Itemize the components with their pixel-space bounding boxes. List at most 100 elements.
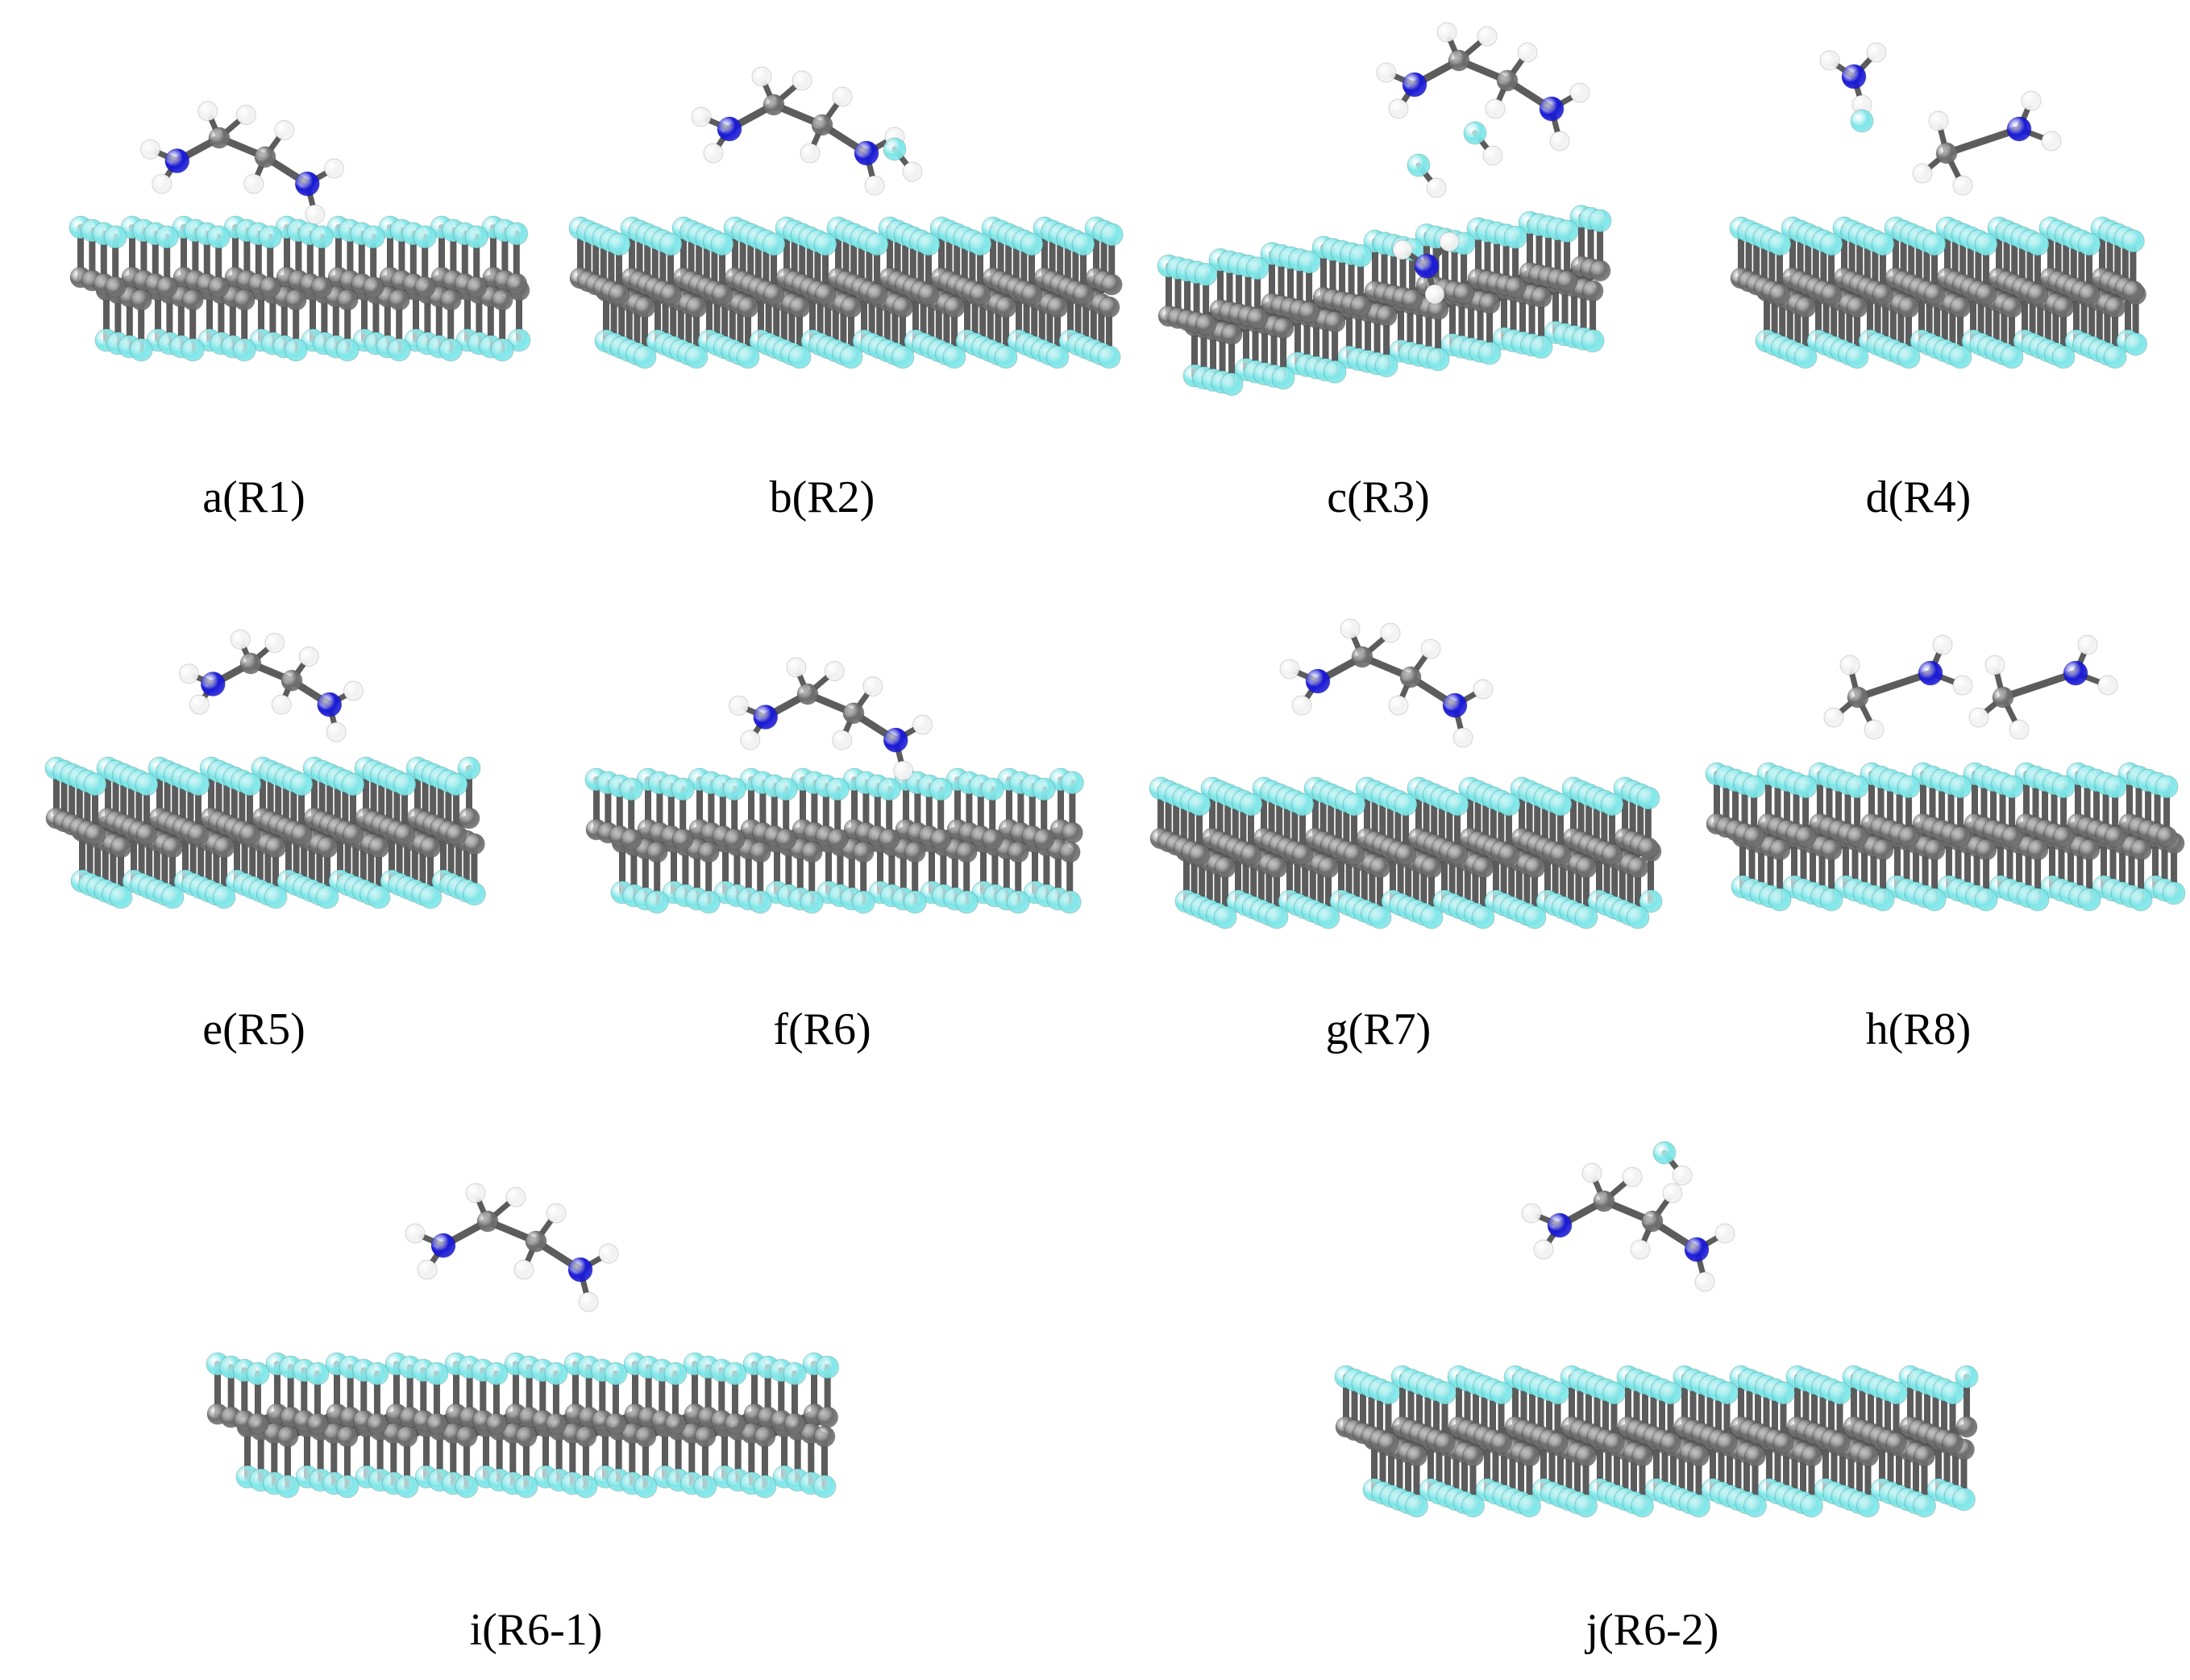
carbon-atom	[413, 276, 436, 298]
fluorine-atom	[284, 338, 308, 362]
fluorine-atom	[942, 345, 966, 369]
carbon-atom	[1829, 1432, 1851, 1454]
carbon-atom	[1857, 1445, 1879, 1467]
hydrogen-atom	[800, 143, 821, 164]
fluorine-atom	[181, 338, 205, 362]
hydrogen-atom	[235, 105, 256, 125]
fluorine-atom	[710, 232, 734, 256]
hydrogen-atom	[832, 86, 853, 107]
fluorine-atom	[1602, 1381, 1626, 1405]
carbon-atom	[1641, 1210, 1664, 1233]
carbon-atom	[1490, 1432, 1512, 1454]
hydrogen-atom	[274, 120, 295, 140]
fluorine-atom	[1045, 345, 1070, 369]
carbon-atom	[1098, 296, 1120, 318]
hydrogen-atom	[1694, 1271, 1715, 1292]
hydrogen-atom	[1533, 1239, 1554, 1260]
hydrogen-atom	[902, 161, 923, 182]
fluorine-atom	[659, 232, 683, 256]
carbon-atom	[491, 289, 513, 311]
hydrogen-atom	[243, 173, 264, 194]
fluorine-atom	[1715, 1381, 1739, 1405]
carbon-atom	[1914, 1445, 1935, 1467]
carbon-atom	[465, 276, 488, 298]
carbon-atom	[1547, 1432, 1569, 1454]
fluorine-atom	[206, 225, 231, 249]
fluorine-atom	[1941, 1381, 1964, 1405]
hydrogen-atom	[1630, 1239, 1651, 1260]
fluorine-atom	[968, 232, 992, 256]
fluorine-atom	[1659, 1381, 1682, 1405]
fluorine-atom	[813, 232, 837, 256]
fluorine-atom	[633, 345, 657, 369]
nitrogen-atom	[1684, 1237, 1710, 1262]
carbon-atom	[254, 146, 276, 168]
fluorine-atom	[1913, 1494, 1936, 1518]
carbon-atom	[181, 289, 204, 311]
carbon-atom	[917, 283, 940, 306]
fluorine-atom	[103, 225, 127, 249]
hydrogen-atom	[864, 175, 885, 196]
fluorine-atom	[994, 345, 1018, 369]
carbon-atom	[285, 289, 307, 311]
carbon-atom	[1744, 1445, 1766, 1467]
carbon-atom	[1072, 283, 1095, 306]
carbon-atom	[439, 289, 462, 311]
hydrogen-atom	[792, 70, 812, 91]
carbon-atom	[233, 289, 256, 311]
carbon-atom	[711, 283, 733, 306]
fluorine-atom	[1687, 1494, 1710, 1518]
fluorine-atom	[1772, 1381, 1795, 1405]
carbon-atom	[1020, 283, 1043, 306]
carbon-atom	[1772, 1432, 1794, 1454]
fluorine-atom	[464, 225, 488, 249]
fluorine-atom	[762, 232, 786, 256]
fluorine-atom	[1020, 232, 1044, 256]
hydrogen-atom	[1662, 1183, 1683, 1204]
carbon-atom	[659, 283, 682, 306]
carbon-atom	[763, 283, 785, 306]
fluorine-atom	[1518, 1494, 1541, 1518]
carbon-atom	[995, 296, 1017, 318]
fluorine-atom	[361, 225, 385, 249]
nitrogen-atom	[854, 140, 879, 166]
carbon-atom	[840, 296, 862, 318]
fluorine-atom	[310, 225, 334, 249]
carbon-atom	[634, 296, 656, 318]
carbon-atom	[259, 276, 281, 298]
fluorine-atom	[1856, 1494, 1880, 1518]
fluorine-atom	[1405, 1494, 1428, 1518]
carbon-atom	[1575, 1445, 1597, 1467]
carbon-atom	[943, 296, 966, 318]
fluorine-atom	[684, 345, 709, 369]
carbon-atom	[763, 94, 785, 116]
hydrogen-atom	[140, 139, 160, 160]
hydrogen-atom	[1622, 1166, 1643, 1187]
carbon-atom	[336, 289, 359, 311]
carbon-atom	[685, 296, 708, 318]
fluorine-atom	[916, 232, 941, 256]
fluorine-atom	[258, 225, 282, 249]
fluorine-atom	[1631, 1494, 1654, 1518]
hydrogen-atom	[1672, 1165, 1693, 1186]
carbon-atom	[1434, 1432, 1456, 1454]
carbon-atom	[608, 283, 630, 306]
carbon-atom	[1519, 1445, 1540, 1467]
fluorine-atom	[232, 338, 256, 362]
carbon-atom	[388, 289, 410, 311]
carbon-atom	[1100, 273, 1123, 296]
fluorine-atom	[1071, 232, 1095, 256]
fluorine-atom	[787, 345, 812, 369]
carbon-atom	[866, 283, 888, 306]
carbon-atom	[1716, 1432, 1738, 1454]
carbon-atom	[207, 276, 230, 298]
hydrogen-atom	[305, 204, 326, 225]
fluorine-atom	[883, 137, 907, 161]
fluorine-atom	[607, 232, 631, 256]
fluorine-atom	[129, 338, 153, 362]
carbon-atom	[814, 283, 837, 306]
fluorine-atom	[505, 222, 529, 246]
carbon-atom	[310, 276, 333, 298]
